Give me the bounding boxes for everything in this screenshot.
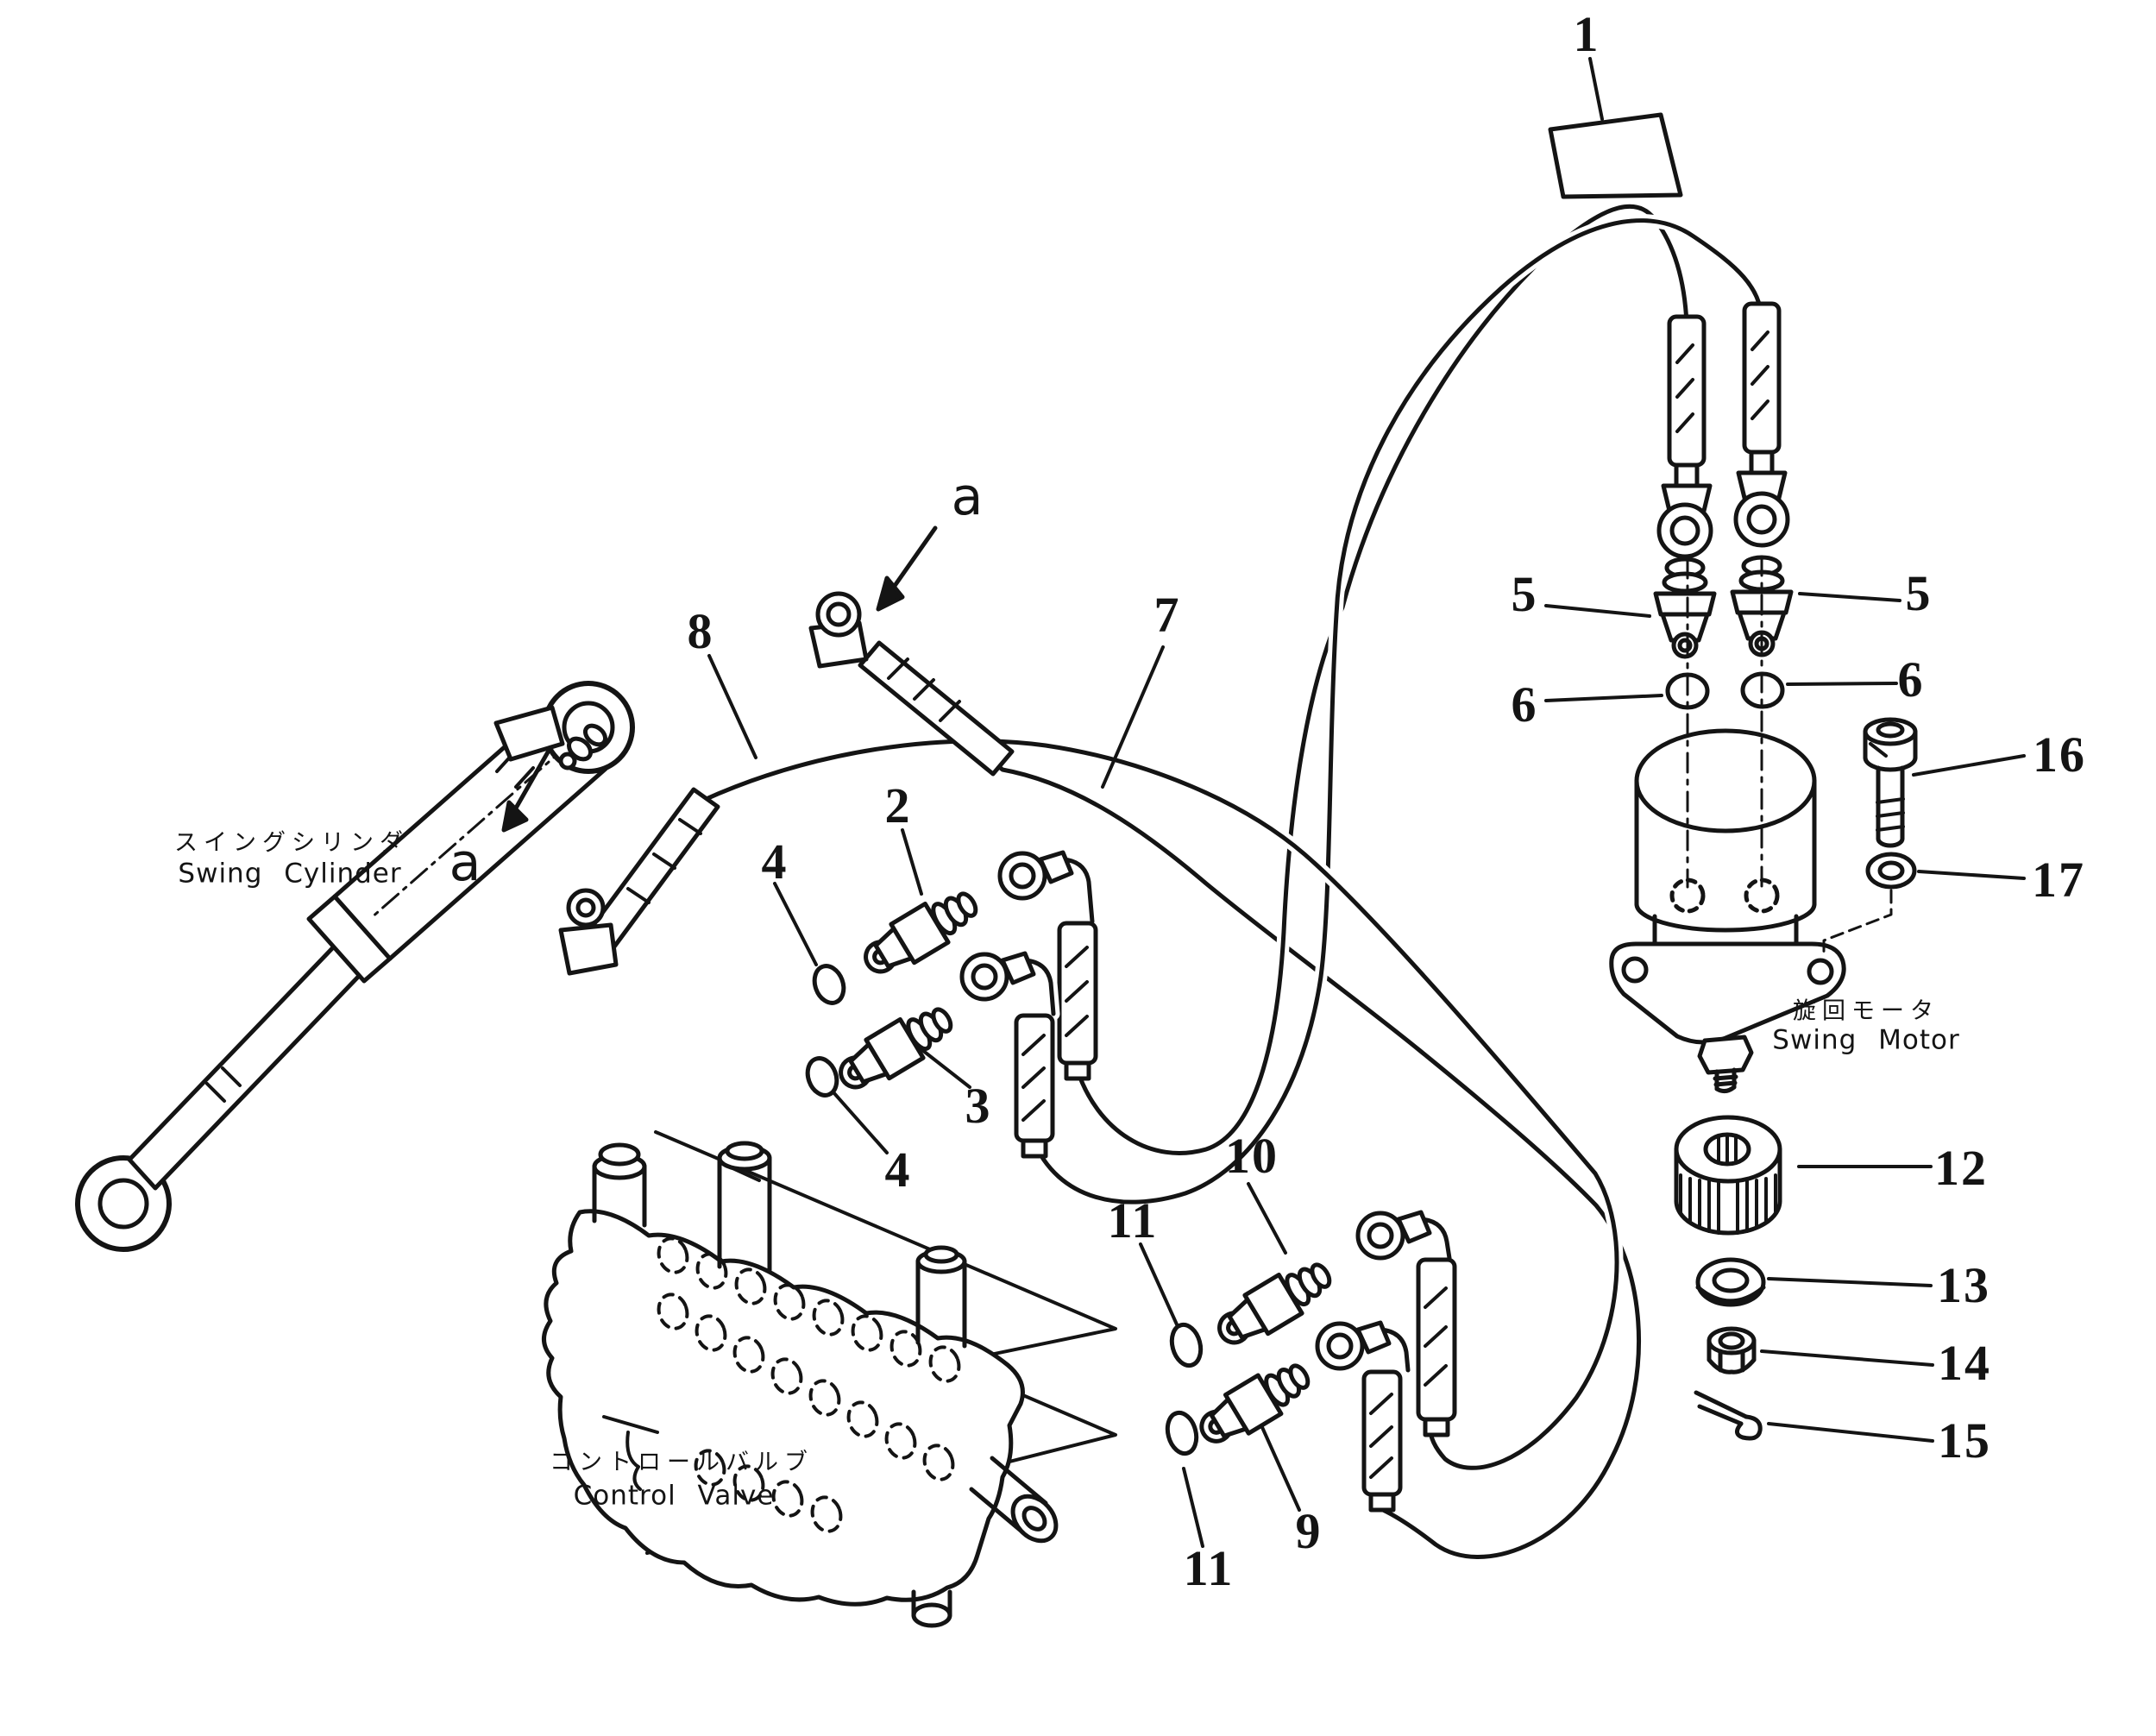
hose-1-tube-right — [1733, 301, 1790, 548]
fitting-5-left-icon — [1653, 557, 1717, 659]
callout-4-lower: 4 — [884, 1142, 912, 1198]
callout-1: 1 — [1573, 6, 1600, 62]
callout-3: 3 — [965, 1078, 992, 1134]
callout-8: 8 — [687, 603, 714, 659]
callout-10: 10 — [1225, 1128, 1279, 1184]
fitting-3-icon — [839, 1007, 953, 1090]
callout-4-upper: 4 — [761, 833, 789, 890]
callout-9: 9 — [1295, 1503, 1323, 1559]
o-ring-11-lower-icon — [1165, 1410, 1199, 1456]
bolt-16-icon — [1863, 717, 1918, 848]
hose-1-tube-left — [1656, 314, 1713, 559]
callout-12: 12 — [1934, 1140, 1988, 1196]
valve-spool-caps — [592, 1141, 967, 1349]
swing-motor-label-jp: 旋回モータ — [1793, 997, 1939, 1025]
fitting-9-icon — [1199, 1363, 1311, 1444]
callout-7: 7 — [1153, 587, 1181, 643]
cotter-pin-15-icon — [1694, 1390, 1763, 1441]
view-a-arrow-cylinder — [501, 748, 551, 833]
callout-2: 2 — [884, 777, 912, 833]
callout-11-lower: 11 — [1183, 1540, 1235, 1596]
callout-5-right: 5 — [1905, 565, 1933, 621]
control-valve-drawing — [542, 1141, 1059, 1628]
washer-13-icon — [1695, 1257, 1766, 1307]
nut-14-icon — [1707, 1326, 1757, 1374]
callout-5-left: 5 — [1511, 566, 1538, 622]
view-letter-a-top: a — [951, 467, 985, 527]
gear-12-icon — [1674, 1115, 1782, 1236]
washer-17-icon — [1865, 852, 1917, 890]
o-ring-11-upper-icon — [1169, 1322, 1204, 1368]
callout-6-right: 6 — [1897, 651, 1925, 708]
callout-leader-lines — [707, 57, 2026, 1548]
callout-13: 13 — [1937, 1257, 1990, 1313]
swing-cylinder-drawing — [75, 681, 635, 1252]
hose-7-path — [859, 651, 1646, 1563]
callout-17: 17 — [2032, 852, 2085, 908]
control-valve-label-en: Control Valve — [573, 1480, 775, 1512]
callout-16: 16 — [2033, 726, 2086, 783]
elbow-2-icon — [997, 850, 1099, 1081]
o-ring-4-lower-icon — [805, 1056, 839, 1098]
hose-1-left-path — [1070, 199, 1694, 1160]
swing-motor-drawing — [1609, 728, 1846, 1094]
part-1-flag — [1548, 112, 1683, 199]
motor-axis-lines — [1686, 555, 1763, 889]
callout-6-left: 6 — [1511, 676, 1538, 733]
bolt-axis-line — [1822, 889, 1893, 959]
valve-bottom-stub — [911, 1589, 952, 1628]
elbow-3-icon — [959, 951, 1060, 1159]
callout-11-upper: 11 — [1107, 1192, 1159, 1249]
cylinder-port-fitting-icon — [558, 723, 608, 771]
fitting-2-icon — [864, 891, 978, 974]
hose-1-right-path — [1026, 214, 1769, 1209]
elbow-fitting-a-icon — [808, 591, 869, 669]
o-ring-4-upper-icon — [812, 964, 846, 1005]
callout-15: 15 — [1938, 1412, 1991, 1469]
control-valve-label-jp: コントロールバルブ — [550, 1449, 814, 1476]
hose-8-end-fitting-icon — [558, 888, 619, 976]
view-letter-a-cylinder: a — [449, 833, 483, 893]
view-a-arrow-top — [876, 525, 938, 612]
callout-14: 14 — [1938, 1335, 1991, 1391]
valve-outlet-pipe — [969, 1456, 1059, 1544]
swing-cylinder-label-jp: スイングシリンダ — [174, 829, 409, 857]
swing-motor-label-en: Swing Motor — [1772, 1024, 1960, 1056]
valve-ports — [657, 1236, 961, 1533]
elbow-9-icon — [1315, 1320, 1415, 1513]
swing-cylinder-label-en: Swing Cylinder — [178, 858, 402, 890]
fitting-10-icon — [1217, 1262, 1332, 1345]
motor-drain-stud-icon — [1697, 1035, 1754, 1094]
elbow-10-icon — [1355, 1210, 1457, 1437]
